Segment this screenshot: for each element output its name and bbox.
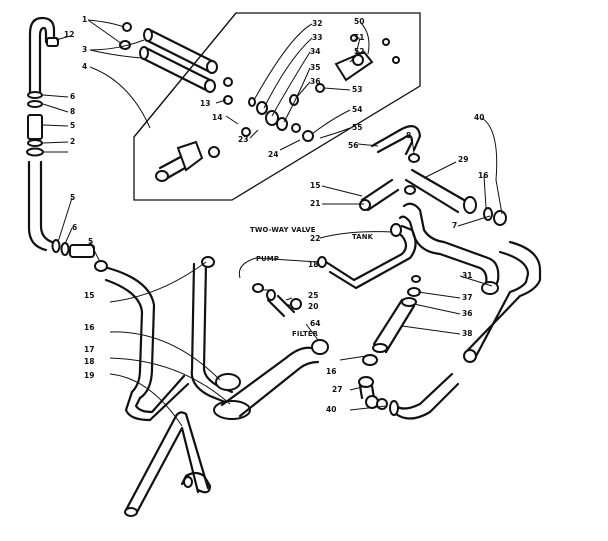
label-16c: 16	[326, 367, 336, 376]
label-51: 51	[354, 33, 364, 42]
label-36b: 36	[462, 309, 472, 318]
label-50: 50	[354, 17, 364, 26]
leader-lines	[42, 19, 503, 427]
valve-assembly	[119, 22, 400, 182]
label-5c: 5	[88, 237, 93, 246]
label-16b: 16	[84, 323, 94, 332]
inset-detail-box	[133, 12, 421, 201]
label-8: 8	[70, 107, 75, 116]
label-54: 54	[352, 105, 362, 114]
filter-inlet-hose	[190, 256, 329, 420]
part-labels: 1 12 3 4 6 8 5 2 5 6 5 13 14 23 24 32 33…	[64, 15, 488, 414]
v-shaped-hose	[124, 411, 212, 517]
label-33: 33	[312, 33, 322, 42]
label-8b: 8	[406, 131, 411, 140]
label-18: 18	[308, 260, 318, 269]
label-filter: FILTER	[292, 330, 319, 338]
label-53: 53	[352, 85, 362, 94]
label-17: 17	[84, 345, 94, 354]
label-52: 52	[354, 47, 364, 56]
label-55: 55	[352, 123, 362, 132]
label-31: 31	[462, 271, 472, 280]
label-20: 20	[308, 302, 318, 311]
label-37: 37	[462, 293, 472, 302]
label-6b: 6	[72, 223, 77, 232]
label-23: 23	[238, 135, 248, 144]
label-5: 5	[70, 121, 75, 130]
label-22: 22	[310, 234, 320, 243]
label-25: 25	[308, 291, 318, 300]
label-15: 15	[310, 181, 320, 190]
label-tank: TANK	[352, 233, 374, 241]
label-34: 34	[310, 47, 320, 56]
label-56: 56	[348, 141, 358, 150]
label-pump: PUMP	[256, 255, 279, 263]
label-29: 29	[458, 155, 468, 164]
label-6: 6	[70, 92, 75, 101]
right-hoses	[359, 125, 542, 363]
label-40: 40	[474, 113, 484, 122]
label-two-way-valve: TWO-WAY VALVE	[250, 226, 316, 234]
label-13: 13	[200, 99, 210, 108]
label-40b: 40	[326, 405, 336, 414]
filter-canister	[362, 275, 421, 366]
label-12: 12	[64, 30, 74, 39]
label-64: 64	[310, 319, 320, 328]
label-16: 16	[478, 171, 488, 180]
label-14: 14	[212, 113, 222, 122]
label-27: 27	[332, 385, 342, 394]
left-hose-assembly	[26, 16, 190, 422]
label-36: 36	[310, 77, 320, 86]
label-7: 7	[452, 221, 457, 230]
label-15b: 15	[84, 291, 94, 300]
label-38: 38	[462, 329, 472, 338]
label-4: 4	[82, 62, 87, 71]
label-32: 32	[312, 19, 322, 28]
label-19: 19	[84, 371, 94, 380]
label-24: 24	[268, 150, 278, 159]
label-18b: 18	[84, 357, 94, 366]
label-3: 3	[82, 45, 87, 54]
label-5b: 5	[70, 193, 75, 202]
lower-right-hoses	[358, 372, 460, 420]
label-1: 1	[82, 15, 87, 24]
label-35: 35	[310, 63, 320, 72]
label-21: 21	[310, 199, 320, 208]
label-2: 2	[70, 137, 75, 146]
